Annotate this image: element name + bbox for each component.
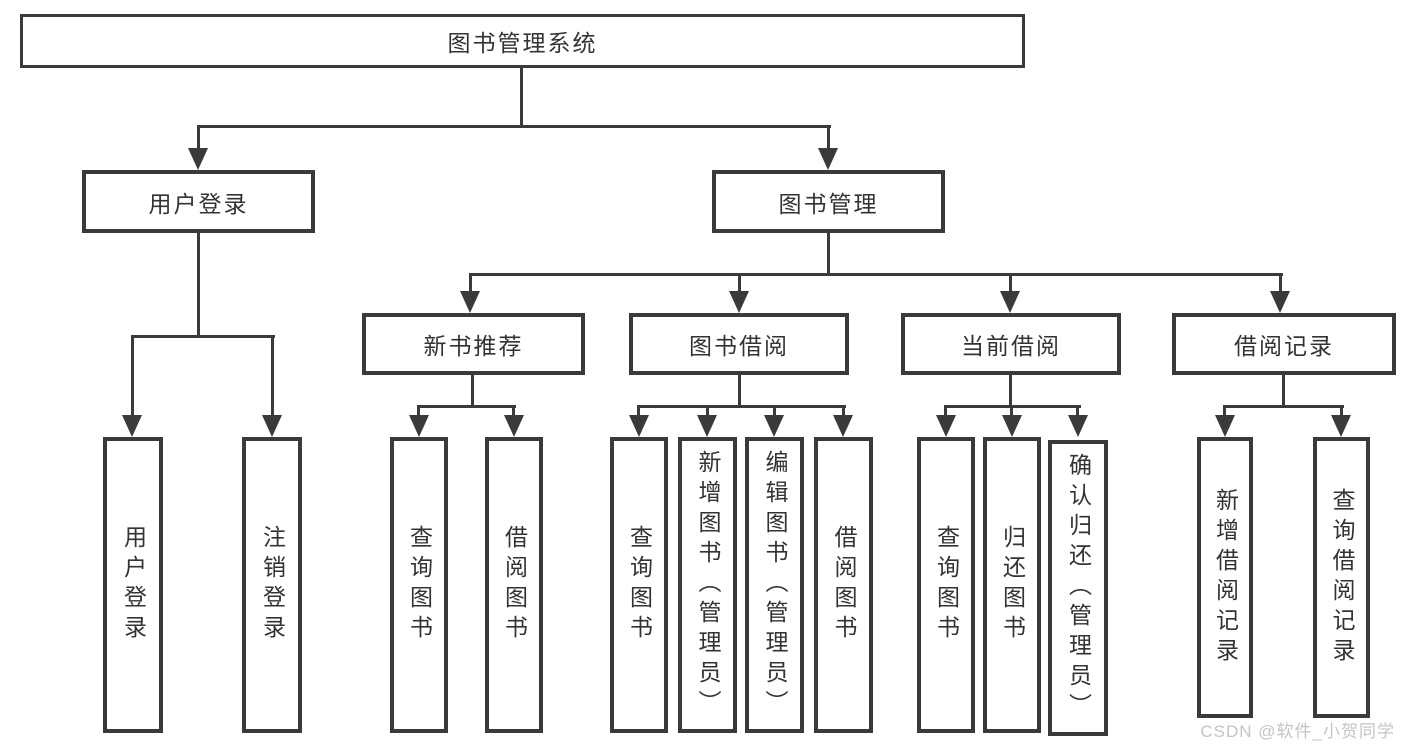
- arrowhead-icon: [262, 415, 282, 437]
- node-root: 图书管理系统: [20, 14, 1025, 68]
- connector-line: [512, 405, 515, 417]
- node-root-label: 图书管理系统: [447, 30, 598, 56]
- leaf-confirm-return-admin: 确认归还（管理员）: [1048, 440, 1108, 736]
- node-new-book-recommend-label: 新书推荐: [423, 333, 524, 359]
- connector-line: [827, 125, 830, 151]
- leaf-edit-books-admin-label: 编辑图书（管理员）: [762, 450, 788, 720]
- leaf-borrow-books-recommend: 借阅图书: [485, 437, 543, 733]
- connector-line: [1340, 405, 1343, 417]
- leaf-user-login: 用户登录: [103, 437, 163, 733]
- connector-line: [1009, 374, 1012, 407]
- arrowhead-icon: [122, 415, 142, 437]
- connector-line: [738, 374, 741, 407]
- arrowhead-icon: [1215, 415, 1235, 437]
- connector-line: [738, 273, 741, 293]
- arrowhead-icon: [1002, 415, 1022, 437]
- connector-line: [1223, 405, 1226, 417]
- leaf-borrow-books: 借阅图书: [814, 437, 873, 733]
- leaf-edit-books-admin: 编辑图书（管理员）: [745, 437, 804, 733]
- node-book-borrow-label: 图书借阅: [689, 333, 789, 359]
- arrowhead-icon: [697, 415, 717, 437]
- connector-line: [1282, 374, 1285, 407]
- leaf-return-books-label: 归还图书: [999, 525, 1026, 645]
- arrowhead-icon: [764, 415, 784, 437]
- leaf-query-books-current-label: 查询图书: [933, 525, 960, 645]
- leaf-add-books-admin: 新增图书（管理员）: [678, 437, 737, 733]
- leaf-add-borrow-record-label: 新增借阅记录: [1212, 487, 1239, 668]
- node-book-management-label: 图书管理: [778, 190, 879, 217]
- connector-line: [520, 68, 523, 127]
- connector-line: [827, 233, 830, 275]
- node-book-management: 图书管理: [712, 170, 945, 233]
- arrowhead-icon: [460, 291, 480, 313]
- leaf-query-books-borrow: 查询图书: [610, 437, 668, 733]
- connector-line: [131, 335, 275, 338]
- connector-line: [417, 405, 420, 417]
- connector-line: [773, 405, 776, 417]
- arrowhead-icon: [833, 415, 853, 437]
- arrowhead-icon: [1068, 415, 1088, 437]
- node-book-borrow: 图书借阅: [629, 313, 849, 375]
- connector-line: [1223, 405, 1344, 408]
- arrowhead-icon: [188, 148, 208, 170]
- leaf-query-books-recommend: 查询图书: [390, 437, 448, 733]
- watermark: CSDN @软件_小贺同学: [1200, 722, 1395, 741]
- connector-line: [944, 405, 947, 417]
- arrowhead-icon: [936, 415, 956, 437]
- leaf-query-books-recommend-label: 查询图书: [406, 525, 433, 645]
- connector-line: [1010, 405, 1013, 417]
- connector-line: [469, 273, 1283, 276]
- arrowhead-icon: [629, 415, 649, 437]
- connector-line: [842, 405, 845, 417]
- arrowhead-icon: [1331, 415, 1351, 437]
- arrowhead-icon: [1000, 291, 1020, 313]
- node-user-login-label: 用户登录: [148, 190, 249, 217]
- leaf-user-login-label: 用户登录: [120, 525, 147, 645]
- node-user-login: 用户登录: [82, 170, 315, 233]
- node-borrow-records: 借阅记录: [1172, 313, 1396, 375]
- leaf-logout-label: 注销登录: [259, 525, 286, 645]
- connector-line: [197, 233, 200, 337]
- connector-line: [197, 125, 831, 128]
- connector-line: [469, 273, 472, 293]
- arrowhead-icon: [729, 291, 749, 313]
- connector-line: [197, 125, 200, 151]
- leaf-add-books-admin-label: 新增图书（管理员）: [695, 450, 721, 720]
- connector-line: [706, 405, 709, 417]
- leaf-query-borrow-record: 查询借阅记录: [1313, 437, 1370, 718]
- connector-line: [417, 405, 516, 408]
- connector-line: [131, 335, 134, 417]
- leaf-query-books-borrow-label: 查询图书: [626, 525, 653, 645]
- connector-line: [1009, 273, 1012, 293]
- arrowhead-icon: [409, 415, 429, 437]
- arrowhead-icon: [1270, 291, 1290, 313]
- connector-line: [1076, 405, 1079, 417]
- connector-line: [271, 335, 274, 417]
- leaf-query-borrow-record-label: 查询借阅记录: [1329, 487, 1355, 668]
- node-new-book-recommend: 新书推荐: [362, 313, 585, 375]
- leaf-borrow-books-label: 借阅图书: [831, 525, 857, 645]
- connector-line: [637, 405, 640, 417]
- connector-line: [471, 374, 474, 407]
- leaf-return-books: 归还图书: [983, 437, 1041, 733]
- leaf-confirm-return-admin-label: 确认归还（管理员）: [1065, 453, 1092, 723]
- connector-line: [637, 405, 846, 408]
- leaf-logout: 注销登录: [242, 437, 302, 733]
- leaf-query-books-current: 查询图书: [917, 437, 975, 733]
- leaf-add-borrow-record: 新增借阅记录: [1197, 437, 1253, 718]
- arrowhead-icon: [504, 415, 524, 437]
- connector-line: [1279, 273, 1282, 293]
- leaf-borrow-books-recommend-label: 借阅图书: [501, 525, 528, 645]
- arrowhead-icon: [818, 148, 838, 170]
- node-borrow-records-label: 借阅记录: [1234, 333, 1334, 359]
- node-current-borrow-label: 当前借阅: [961, 333, 1061, 359]
- node-current-borrow: 当前借阅: [901, 313, 1121, 375]
